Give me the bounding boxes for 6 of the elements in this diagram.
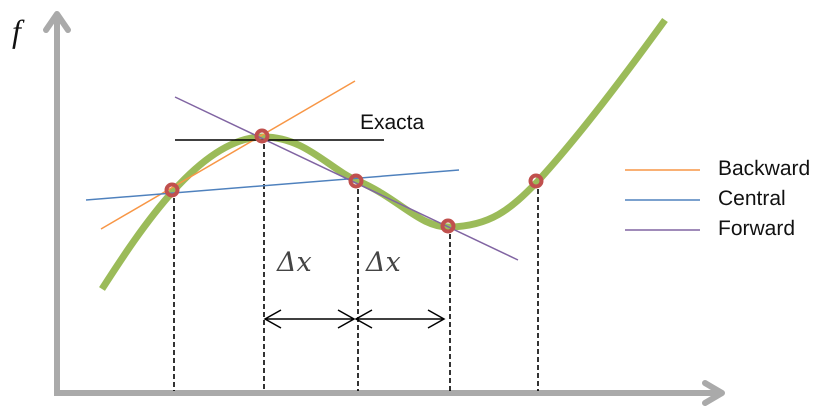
legend-label: Central: [718, 186, 786, 212]
legend-label: Backward: [718, 156, 810, 182]
step-label: Δx: [366, 248, 401, 278]
step-label: Δx: [277, 248, 312, 278]
legend-label: Forward: [718, 216, 796, 242]
tangent-label: Exacta: [360, 111, 424, 134]
